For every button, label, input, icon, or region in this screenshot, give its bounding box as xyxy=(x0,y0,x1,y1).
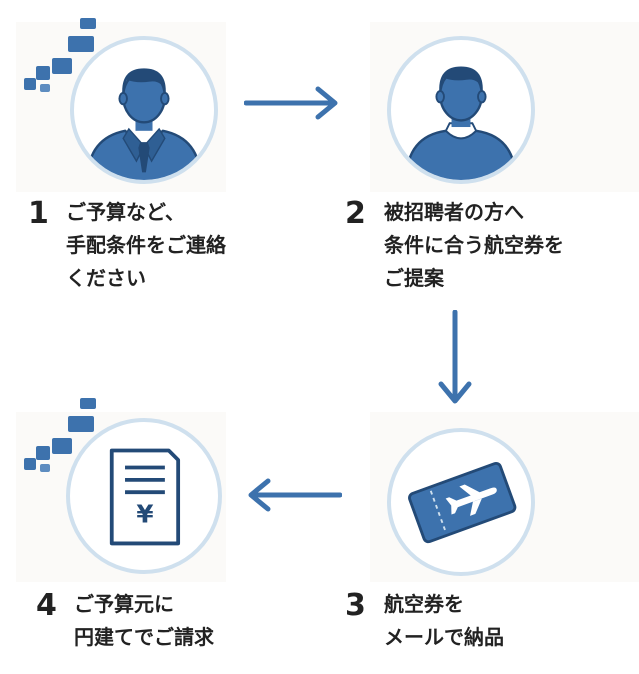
step-1-text: ご予算など、 手配条件をご連絡 ください xyxy=(66,200,226,290)
arrow-left-icon xyxy=(248,478,342,512)
arrow-down-icon xyxy=(438,310,472,404)
step-4-number: 4 xyxy=(36,588,57,623)
step-2-text: 被招聘者の方へ 条件に合う航空券を ご提案 xyxy=(384,200,564,290)
airline-ticket-icon xyxy=(408,461,517,544)
decorative-squares-top xyxy=(24,18,96,92)
step-1-number: 1 xyxy=(28,196,49,231)
arrow-right-icon xyxy=(244,86,338,120)
step-1-icon-circle xyxy=(70,36,218,184)
step-4-icon-circle: ¥ xyxy=(66,418,222,574)
yen-symbol: ¥ xyxy=(136,500,153,529)
invoice-yen-icon: ¥ xyxy=(109,448,181,546)
step-3-number: 3 xyxy=(345,588,366,623)
person-icon xyxy=(405,66,517,180)
businessman-icon xyxy=(86,68,202,180)
step-2-number: 2 xyxy=(345,196,366,231)
decorative-squares-bottom xyxy=(24,398,96,472)
step-4-text: ご予算元に 円建てでご請求 xyxy=(74,592,214,649)
step-3-icon-circle xyxy=(387,428,535,576)
step-2-icon-circle xyxy=(387,36,535,184)
step-3-text: 航空券を メールで納品 xyxy=(384,592,504,649)
